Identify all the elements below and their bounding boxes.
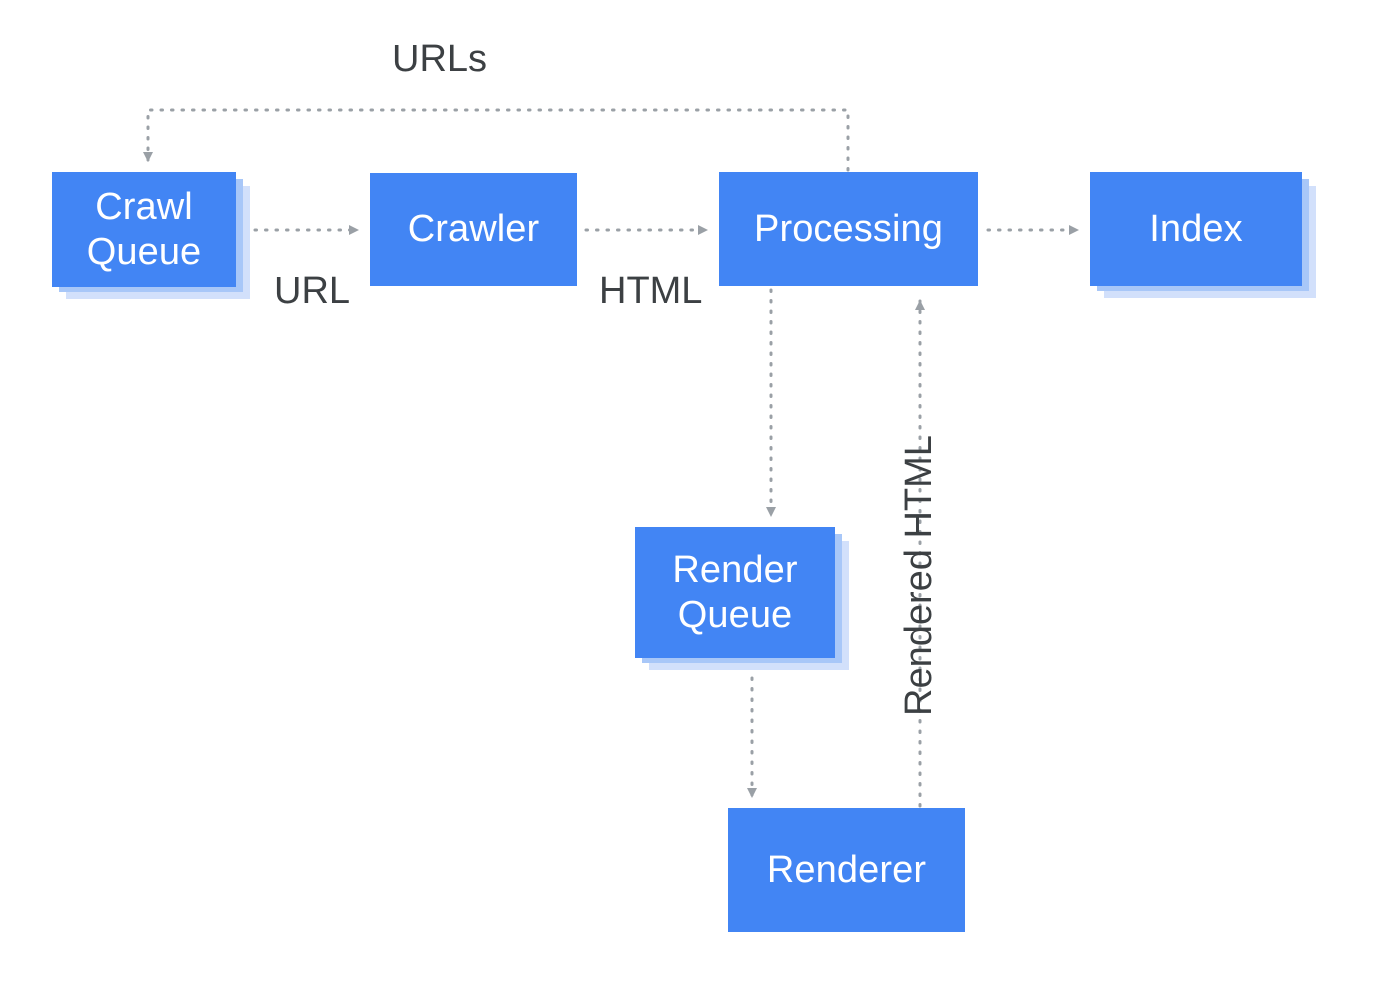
edge-label-html: HTML — [599, 270, 703, 312]
node-crawl-queue[interactable]: Crawl Queue — [52, 172, 250, 299]
node-label-renderer: Renderer — [766, 848, 927, 891]
node-index[interactable]: Index — [1090, 172, 1316, 300]
node-body: Index — [1090, 172, 1302, 286]
node-label-crawler: Crawler — [407, 208, 540, 251]
edge-urls-wire — [143, 108, 850, 172]
node-renderer[interactable]: Renderer — [728, 808, 965, 932]
node-label-index: Index — [1149, 207, 1243, 250]
edge-label-rendered-html: Rendered HTML — [898, 435, 940, 716]
node-body: Crawl Queue — [52, 172, 236, 287]
edge-label-url: URL — [274, 270, 351, 312]
node-render-queue[interactable]: Render Queue — [635, 527, 849, 672]
node-body: Processing — [719, 172, 978, 286]
node-label-render-queue: Render Queue — [672, 548, 798, 636]
node-crawler[interactable]: Crawler — [370, 173, 577, 286]
edge-label-urls: URLs — [392, 38, 488, 80]
node-body: Crawler — [370, 173, 577, 286]
node-body: Render Queue — [635, 527, 835, 658]
node-label-processing: Processing — [754, 207, 943, 250]
node-label-crawl-queue: Crawl Queue — [86, 185, 202, 273]
node-processing[interactable]: Processing — [719, 172, 978, 286]
node-body: Renderer — [728, 808, 965, 932]
